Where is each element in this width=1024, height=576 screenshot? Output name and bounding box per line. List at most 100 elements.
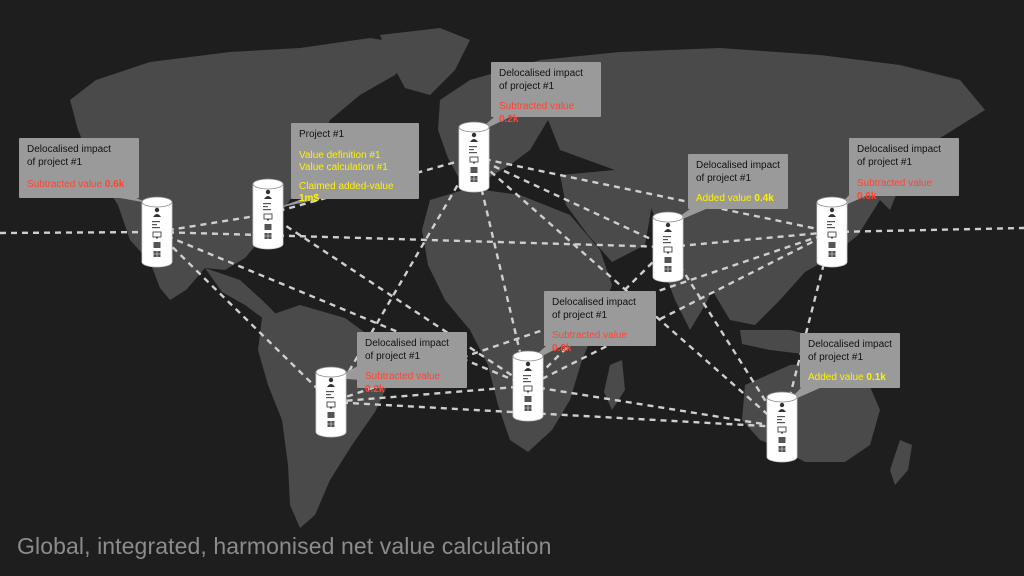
monitor-stand: [527, 391, 529, 393]
monitor-stand: [781, 432, 783, 434]
cylinder-top: [141, 196, 173, 208]
grid-icon-lines: [828, 251, 836, 257]
grid-icon-lines: [153, 251, 161, 257]
grid-icon-lines: [778, 446, 786, 452]
list-line-icon: [663, 236, 671, 238]
slide-caption: Global, integrated, harmonised net value…: [17, 533, 552, 559]
landmass-africa: [422, 188, 612, 452]
list-line-icon: [523, 378, 528, 380]
value-amount: 0.2k: [499, 113, 519, 125]
callout-title: Delocalised impact: [696, 160, 780, 171]
database-node-project: [252, 178, 284, 250]
user-icon: [779, 402, 785, 408]
list-line-icon: [469, 152, 477, 154]
list-line-icon: [152, 221, 160, 223]
grid-icon-lines: [327, 421, 335, 427]
callout-subtitle: of project #1: [499, 80, 555, 92]
landmass-greenland: [380, 28, 470, 95]
cylinder-body: [141, 201, 173, 268]
list-line-icon: [263, 203, 271, 205]
list-line-icon: [263, 206, 268, 208]
list-line-icon: [469, 149, 474, 151]
database-node-asia-central: [652, 211, 684, 283]
value-amount: 0.2k: [365, 383, 385, 395]
callout-impact-australia: Delocalised impact of project #1 Added v…: [800, 333, 900, 388]
node-layer: [120, 117, 866, 463]
list-line-icon: [827, 224, 832, 226]
user-icon-body: [153, 214, 161, 217]
block-icon: [153, 242, 161, 248]
landmass-middle-east: [560, 170, 652, 262]
callout-value: Subtracted value 0.6k: [27, 179, 131, 192]
callout-value: Subtracted value 0.2k: [499, 101, 593, 126]
cylinder-top: [458, 121, 490, 133]
callout-title: Delocalised impact: [808, 339, 892, 350]
grid-icon-lines: [470, 176, 478, 182]
value-amount: 0.1k: [866, 372, 886, 383]
callout-title: Delocalised impact: [552, 297, 636, 308]
cylinder-body: [512, 355, 544, 422]
block-icon: [327, 412, 335, 418]
value-amount: 0.4k: [754, 193, 774, 204]
link-europe-australia: [473, 156, 783, 428]
value-label: Added value: [696, 193, 755, 204]
list-line-icon: [152, 224, 157, 226]
callout-pointer-na-west: [120, 198, 148, 203]
link-europe-asia-east: [473, 155, 833, 234]
list-line-icon: [827, 227, 835, 229]
user-icon-body: [470, 139, 478, 142]
callout-subtitle: of project #1: [552, 309, 608, 321]
list-line-icon: [663, 242, 671, 244]
claimed-amount: 1m$: [299, 193, 320, 204]
claimed-added-value: Claimed added-value 1m$: [299, 181, 411, 206]
callout-value: Subtracted value 0.8k: [552, 330, 648, 355]
cylinder-body: [252, 183, 284, 250]
cylinder-top: [252, 178, 284, 190]
value-amount: 0.6k: [857, 190, 877, 202]
user-icon: [665, 222, 671, 228]
value-label: Subtracted value: [27, 179, 105, 190]
link-south-america-australia: [330, 400, 783, 429]
link-asia-central-asia-east: [667, 230, 833, 249]
link-europe-south-america: [329, 156, 476, 403]
link-project-africa: [267, 212, 529, 388]
user-icon: [471, 132, 477, 138]
callout-value: Added value 0.1k: [808, 372, 892, 385]
callout-value: Subtracted value 0.6k: [857, 178, 951, 203]
grid-icon-lines: [664, 266, 672, 272]
value-calculation: Value calculation #1: [299, 162, 388, 173]
value-amount: 0.8k: [552, 342, 572, 354]
link-asia-central-australia: [666, 246, 784, 428]
list-line-icon: [777, 422, 785, 424]
block-icon: [778, 437, 786, 443]
value-label: Added value: [808, 372, 867, 383]
value-label: Subtracted value: [499, 101, 575, 112]
list-line-icon: [523, 375, 531, 377]
monitor-stand: [831, 237, 833, 239]
database-node-south-america: [315, 366, 347, 438]
callout-subtitle: of project #1: [27, 156, 83, 168]
list-line-icon: [469, 146, 477, 148]
cylinder-top: [512, 350, 544, 362]
list-line-icon: [326, 391, 334, 393]
user-icon-body: [327, 384, 335, 387]
block-icon: [524, 396, 532, 402]
callout-impact-africa: Delocalised impact of project #1 Subtrac…: [544, 291, 656, 354]
callout-title: Delocalised impact: [27, 144, 111, 155]
user-icon: [154, 207, 160, 213]
user-icon-body: [524, 368, 532, 371]
link-na-west-project: [156, 212, 269, 234]
callout-subtitle: of project #1: [857, 156, 913, 168]
user-icon-body: [664, 229, 672, 232]
callout-title: Delocalised impact: [857, 144, 941, 155]
list-line-icon: [827, 221, 835, 223]
monitor-stand: [667, 252, 669, 254]
monitor-stand: [473, 162, 475, 164]
list-line-icon: [523, 381, 531, 383]
monitor-stand: [267, 219, 269, 221]
block-icon: [664, 257, 672, 263]
value-label: Subtracted value: [857, 178, 933, 189]
landmass-new-zealand: [890, 440, 912, 485]
user-icon: [328, 377, 334, 383]
link-asia-east-africa: [527, 230, 833, 388]
